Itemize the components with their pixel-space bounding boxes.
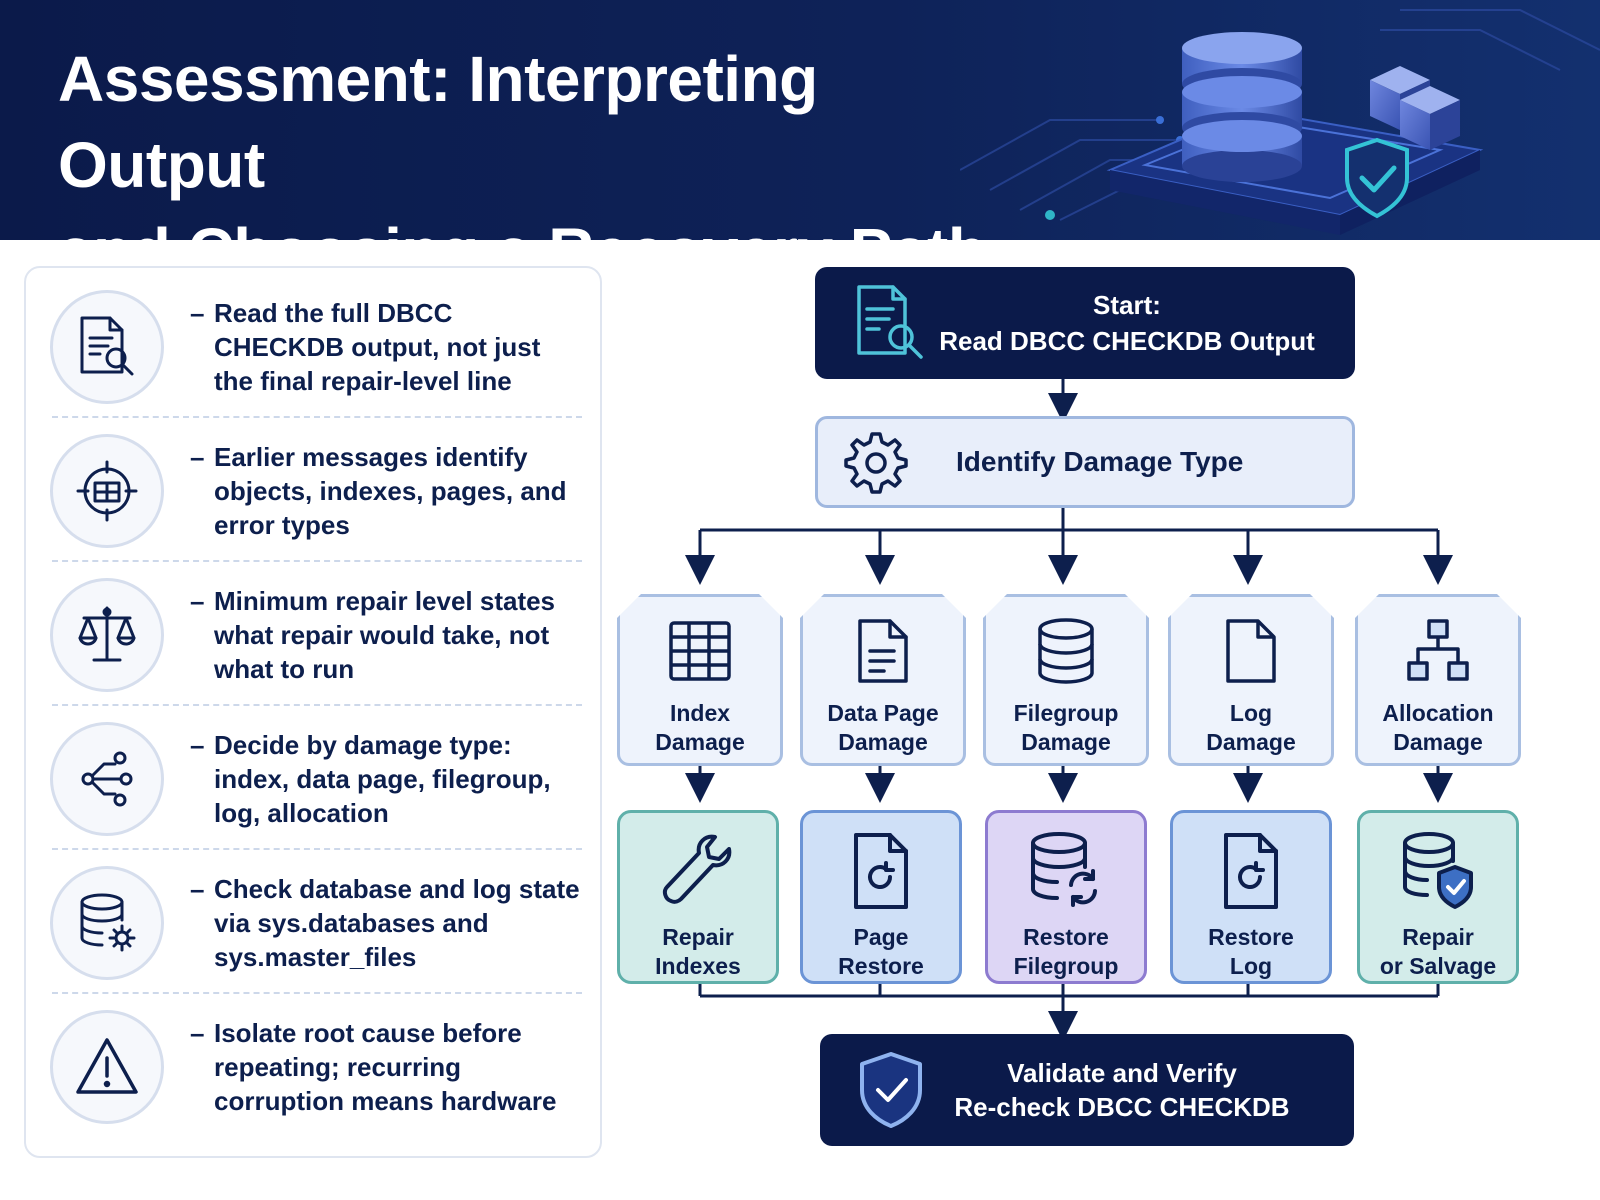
database-shield-icon bbox=[1403, 832, 1473, 909]
tip-item: – Minimum repair level states what repai… bbox=[50, 562, 580, 708]
document-search-icon bbox=[50, 290, 164, 404]
gear-icon bbox=[844, 432, 908, 494]
tip-dash: – bbox=[190, 586, 205, 616]
damage-label-line1: Filegroup bbox=[1013, 700, 1119, 726]
divider bbox=[52, 560, 582, 562]
tip-text: Isolate root cause before repeating; rec… bbox=[214, 1018, 557, 1116]
database-illustration bbox=[960, 9, 1600, 235]
tip-item: – Isolate root cause before repeating; r… bbox=[50, 994, 580, 1140]
action-label-line1: Repair bbox=[662, 924, 734, 950]
tip-dash: – bbox=[190, 874, 205, 904]
tip-text: Check database and log state via sys.dat… bbox=[214, 874, 580, 972]
start-step: Start: Read DBCC CHECKDB Output bbox=[815, 267, 1355, 379]
tip-dash: – bbox=[190, 1018, 205, 1048]
guidance-panel: – Read the full DBCC CHECKDB output, not… bbox=[24, 266, 602, 1158]
identify-step: Identify Damage Type bbox=[815, 416, 1355, 508]
action-repair-or-salvage: Repair or Salvage bbox=[1357, 810, 1519, 984]
tip-dash: – bbox=[190, 442, 205, 472]
title-line-1: Assessment: Interpreting Output bbox=[58, 43, 818, 201]
damage-type-allocation: Allocation Damage bbox=[1355, 594, 1521, 766]
validate-step: Validate and Verify Re-check DBCC CHECKD… bbox=[820, 1034, 1354, 1146]
database-icon bbox=[1033, 617, 1099, 685]
warning-icon bbox=[50, 1010, 164, 1124]
flow-connectors bbox=[685, 379, 1453, 1041]
damage-label-line1: Allocation bbox=[1382, 700, 1494, 726]
action-label-line1: Restore bbox=[1023, 924, 1109, 950]
file-refresh-icon bbox=[1224, 833, 1278, 909]
damage-label-line2: Damage bbox=[1206, 729, 1296, 755]
target-blocks-icon bbox=[50, 434, 164, 548]
action-label-line2: Indexes bbox=[655, 953, 741, 979]
damage-type-log: Log Damage bbox=[1168, 594, 1334, 766]
damage-label-line1: Log bbox=[1229, 700, 1273, 726]
title-line-2: and Choosing a Recovery Path bbox=[58, 208, 1018, 240]
damage-type-data-page: Data Page Damage bbox=[800, 594, 966, 766]
action-label-line1: Repair bbox=[1402, 924, 1474, 950]
action-label-line2: Log bbox=[1229, 953, 1273, 979]
tip-text: Earlier messages identify objects, index… bbox=[214, 442, 567, 540]
damage-label-line1: Data Page bbox=[827, 700, 939, 726]
tip-text: Read the full DBCC CHECKDB output, not j… bbox=[214, 298, 541, 396]
start-label: Start: bbox=[1093, 290, 1161, 320]
database-refresh-icon bbox=[1031, 832, 1097, 907]
divider bbox=[52, 416, 582, 418]
action-label-line1: Restore bbox=[1208, 924, 1294, 950]
divider bbox=[52, 848, 582, 850]
scale-icon bbox=[50, 578, 164, 692]
branch-nodes-icon bbox=[50, 722, 164, 836]
page-title: Assessment: Interpreting Output and Choo… bbox=[58, 36, 1018, 240]
tip-item: – Check database and log state via sys.d… bbox=[50, 850, 580, 996]
tip-dash: – bbox=[190, 730, 205, 760]
file-icon bbox=[1218, 617, 1284, 685]
document-search-icon bbox=[857, 285, 923, 359]
validate-description: Re-check DBCC CHECKDB bbox=[954, 1092, 1290, 1122]
action-label-line1: Page bbox=[853, 924, 909, 950]
tip-item: – Decide by damage type: index, data pag… bbox=[50, 706, 580, 852]
database-gear-icon bbox=[50, 866, 164, 980]
shield-check-icon bbox=[860, 1052, 922, 1128]
tip-text: Decide by damage type: index, data page,… bbox=[214, 730, 551, 828]
divider bbox=[52, 704, 582, 706]
action-restore-filegroup: Restore Filegroup bbox=[985, 810, 1147, 984]
document-refresh-icon bbox=[854, 833, 908, 909]
damage-type-filegroup: Filegroup Damage bbox=[983, 594, 1149, 766]
damage-label-line2: Damage bbox=[655, 729, 745, 755]
tip-item: – Read the full DBCC CHECKDB output, not… bbox=[50, 274, 580, 420]
action-label-line2: or Salvage bbox=[1379, 953, 1497, 979]
action-page-restore: Page Restore bbox=[800, 810, 962, 984]
identify-label: Identify Damage Type bbox=[956, 446, 1244, 477]
damage-label-line2: Damage bbox=[1393, 729, 1483, 755]
tip-dash: – bbox=[190, 298, 205, 328]
header-banner: Assessment: Interpreting Output and Choo… bbox=[0, 0, 1600, 240]
damage-label-line2: Damage bbox=[838, 729, 928, 755]
grid-table-icon bbox=[667, 617, 733, 685]
damage-type-index: Index Damage bbox=[617, 594, 783, 766]
divider bbox=[52, 992, 582, 994]
action-repair-indexes: Repair Indexes bbox=[617, 810, 779, 984]
hierarchy-icon bbox=[1405, 617, 1471, 685]
action-restore-log: Restore Log bbox=[1170, 810, 1332, 984]
start-description: Read DBCC CHECKDB Output bbox=[939, 326, 1315, 356]
validate-label: Validate and Verify bbox=[1007, 1058, 1237, 1088]
damage-label-line1: Index bbox=[669, 700, 731, 726]
recovery-flowchart: Start: Read DBCC CHECKDB Output Identify… bbox=[600, 240, 1600, 1200]
wrench-icon bbox=[662, 834, 732, 904]
damage-label-line2: Damage bbox=[1021, 729, 1111, 755]
action-label-line2: Filegroup bbox=[1013, 953, 1119, 979]
tip-text: Minimum repair level states what repair … bbox=[214, 586, 556, 684]
tip-item: – Earlier messages identify objects, ind… bbox=[50, 418, 580, 564]
action-label-line2: Restore bbox=[838, 953, 924, 979]
document-icon bbox=[850, 617, 916, 685]
